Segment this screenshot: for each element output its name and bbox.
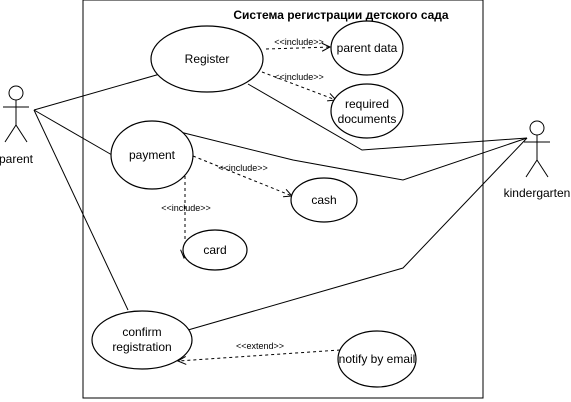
register-label: Register xyxy=(185,52,230,66)
include-label-2: <<include>> xyxy=(274,72,324,82)
assoc-parent-payment xyxy=(33,109,113,156)
assoc-parent-register xyxy=(33,73,161,111)
assoc-payment-kindergarten xyxy=(179,131,528,181)
use-case-required-documents[interactable]: required documents xyxy=(330,83,404,139)
use-case-payment[interactable]: payment xyxy=(110,120,194,190)
include-register-documents xyxy=(261,71,336,100)
include-label-4: <<include>> xyxy=(161,203,211,213)
system-title: Система регистрации детского сада xyxy=(233,8,449,22)
associations xyxy=(33,73,528,331)
include-register-parentdata xyxy=(265,47,330,49)
use-case-parent-data[interactable]: parent data xyxy=(330,20,404,76)
include-label-1: <<include>> xyxy=(274,37,324,47)
extend-label: <<extend>> xyxy=(236,341,284,351)
use-case-cash[interactable]: cash xyxy=(290,177,358,223)
assoc-parent-confirm xyxy=(33,109,129,311)
include-label-3: <<include>> xyxy=(218,163,268,173)
actor-kindergarten-label: kindergarten xyxy=(504,186,571,200)
actor-kindergarten[interactable]: kindergarten xyxy=(504,120,571,200)
card-label: card xyxy=(203,243,226,257)
use-case-confirm-registration[interactable]: confirm registration xyxy=(91,310,193,370)
assoc-confirm-kindergarten xyxy=(187,137,528,331)
actor-parent-label: parent xyxy=(0,152,34,166)
confirm-registration-label-1: confirm xyxy=(122,325,161,339)
parent-data-label: parent data xyxy=(337,41,398,55)
required-documents-label-1: required xyxy=(345,97,389,111)
cash-label: cash xyxy=(311,193,336,207)
confirm-registration-label-2: registration xyxy=(112,340,171,354)
use-case-register[interactable]: Register xyxy=(150,25,264,93)
notify-by-email-label: notify by email xyxy=(339,352,416,366)
payment-label: payment xyxy=(129,148,176,162)
required-documents-label-2: documents xyxy=(338,112,397,126)
use-case-notify-by-email[interactable]: notify by email xyxy=(337,330,417,388)
assoc-register-kindergarten xyxy=(247,83,528,151)
actor-parent[interactable]: parent xyxy=(0,85,34,166)
use-case-card[interactable]: card xyxy=(182,229,248,271)
